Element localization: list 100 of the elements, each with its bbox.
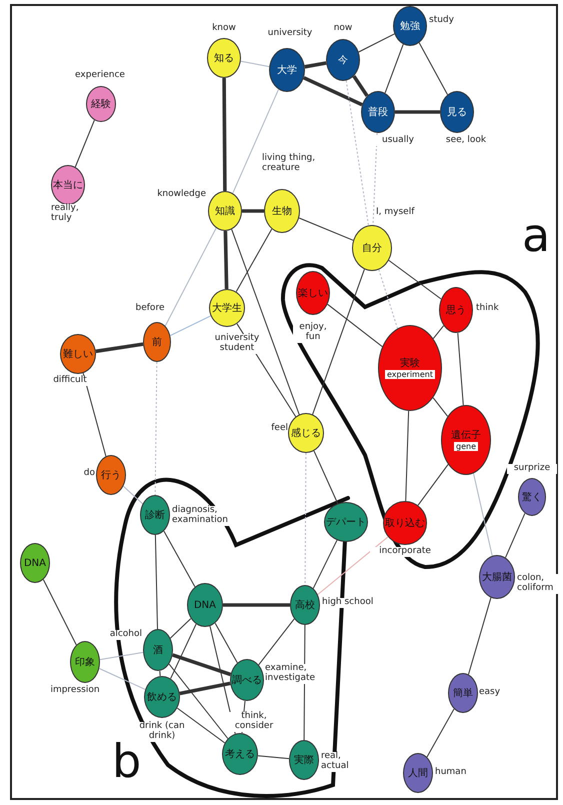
connector-line	[82, 372, 106, 457]
node-text: 驚く	[522, 492, 542, 502]
node-circle	[264, 189, 300, 233]
node-circle	[86, 86, 116, 122]
node-circle	[324, 502, 368, 542]
connector-line	[473, 472, 493, 556]
connector-line	[122, 486, 144, 504]
connector-line	[432, 325, 444, 340]
node-label: surprize	[507, 464, 557, 474]
node-text: 生物	[272, 206, 292, 216]
node-circle	[326, 39, 360, 81]
node-text: 勉強	[400, 20, 420, 32]
node-circle	[143, 322, 171, 362]
node-text: 本当に	[53, 180, 83, 190]
connector-line	[426, 708, 454, 758]
connector-line	[214, 622, 238, 664]
connector-line	[395, 110, 440, 114]
connector-line	[432, 397, 448, 417]
node-text: 遺伝子	[451, 430, 481, 440]
node-text: 知識	[215, 206, 235, 216]
node-text: 飲める	[147, 692, 177, 702]
connector-line	[372, 132, 378, 226]
node-text: 高校	[295, 600, 315, 610]
connector-line	[258, 618, 295, 666]
node-text: DNA	[24, 558, 46, 568]
node-text: 考える	[225, 748, 255, 760]
connector-line	[312, 540, 338, 589]
connector-line	[154, 534, 158, 630]
connector-line	[98, 668, 146, 690]
node-text: 大腸菌	[482, 572, 512, 582]
node-circle	[269, 48, 305, 92]
connector-line	[418, 464, 449, 506]
node-circle	[20, 543, 50, 583]
node-circle	[222, 733, 258, 775]
connector-line	[298, 218, 354, 241]
connector-line	[163, 530, 196, 588]
node-text: 大学	[277, 64, 297, 76]
connector-line	[236, 228, 272, 292]
connector-line	[346, 80, 369, 226]
node-text: 経験	[91, 98, 111, 110]
node-circle	[352, 225, 392, 271]
connector-line	[358, 33, 395, 52]
node-circle	[209, 289, 245, 327]
node-circle	[207, 38, 241, 78]
node-caption: experiment	[385, 370, 435, 378]
connector-line	[327, 304, 383, 348]
node-circle	[448, 673, 478, 713]
node-circle	[51, 165, 85, 205]
connector-line	[240, 60, 270, 68]
connector-line	[170, 315, 212, 336]
connector-line	[223, 603, 290, 607]
node-circle	[383, 501, 427, 545]
connector-line	[418, 42, 448, 96]
node-circle	[290, 585, 320, 625]
connector-line	[159, 670, 161, 677]
connector-line	[352, 75, 369, 97]
node-text: 行う	[101, 470, 121, 480]
node-circle	[288, 413, 324, 453]
connector-line	[96, 342, 144, 354]
connector-line	[231, 228, 300, 415]
node-circle	[208, 191, 242, 231]
node-circle	[296, 271, 330, 315]
node-text: 自分	[362, 242, 382, 254]
connector-line	[257, 755, 290, 760]
connector-line	[170, 618, 192, 639]
node-text: 楽しい	[298, 288, 328, 298]
node-text: 知る	[214, 52, 234, 64]
node-circle	[361, 91, 395, 133]
node-text: 思う	[446, 304, 466, 316]
node-circle	[143, 629, 173, 671]
node-circle	[60, 334, 96, 374]
node-circle	[289, 740, 319, 780]
node-circle	[518, 478, 546, 516]
connector-line	[222, 78, 227, 192]
connector-line	[42, 579, 77, 646]
connector-line	[303, 76, 363, 106]
connector-line	[176, 708, 226, 744]
connector-line	[405, 410, 410, 502]
connector-line	[388, 260, 442, 300]
connector-line	[99, 652, 144, 660]
node-text: 見る	[447, 106, 467, 118]
node-text: デパート	[326, 516, 366, 528]
node-text: 前	[152, 336, 162, 348]
node-text: 診断	[145, 510, 165, 520]
node-text: 実験	[400, 358, 420, 368]
node-caption: gene	[454, 442, 478, 450]
node-circle	[439, 287, 473, 333]
connector-line	[304, 452, 306, 586]
node-text: 大学生	[212, 302, 242, 314]
node-text: 実際	[294, 754, 314, 766]
connector-line	[168, 664, 228, 739]
connector-line	[170, 624, 197, 680]
node-circle	[70, 641, 100, 683]
connector-line	[468, 597, 492, 675]
connector-line	[317, 536, 388, 595]
connector-line	[164, 228, 217, 326]
node-circle	[187, 583, 223, 627]
node-text: DNA	[194, 600, 216, 610]
node-text: 印象	[75, 656, 95, 668]
node-circle	[140, 495, 170, 535]
